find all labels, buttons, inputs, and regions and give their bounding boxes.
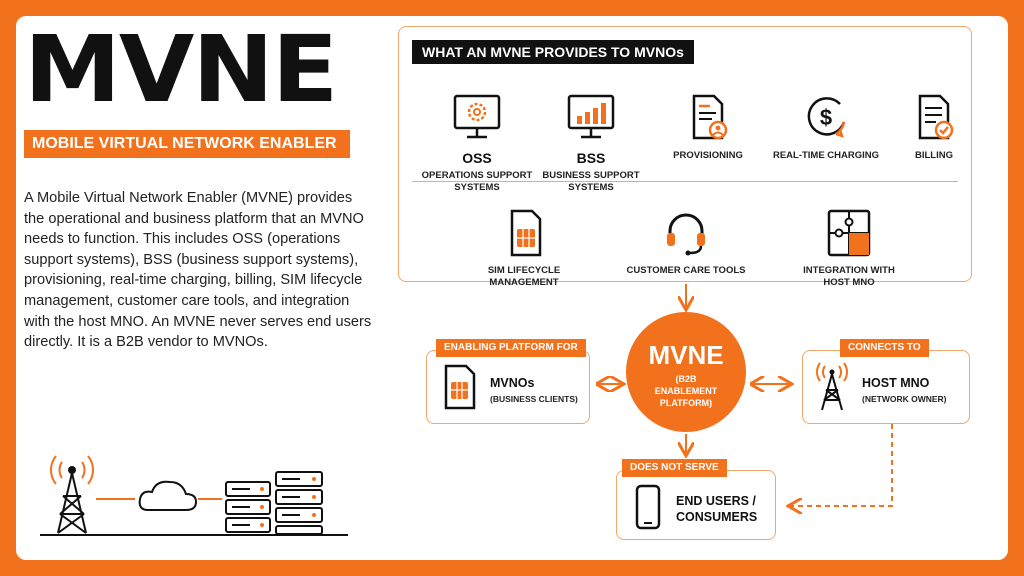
feature-head: OSS <box>462 150 492 166</box>
not-serve-tag: DOES NOT SERVE <box>622 459 727 477</box>
cell-tower-icon <box>49 455 95 534</box>
feature-label: OPERATIONS SUPPORT SYSTEMS <box>421 170 533 193</box>
puzzle-icon <box>827 209 871 257</box>
provides-title: WHAT AN MVNE PROVIDES TO MVNOs <box>412 40 694 64</box>
enabling-tag: ENABLING PLATFORM FOR <box>436 339 586 357</box>
feature-label: SIM LIFECYCLE MANAGEMENT <box>487 265 561 288</box>
smartphone-icon <box>635 484 661 530</box>
mvne-hub: MVNE (B2B ENABLEMENT PLATFORM) <box>626 312 746 432</box>
svg-text:$: $ <box>820 105 832 130</box>
feature-integration: INTEGRATION WITH HOST MNO <box>789 207 909 289</box>
feature-bss: BSS BUSINESS SUPPORT SYSTEMS <box>531 92 651 194</box>
feature-label: PROVISIONING <box>673 150 743 161</box>
feature-oss: OSS OPERATIONS SUPPORT SYSTEMS <box>417 92 537 194</box>
dollar-refresh-icon: $ <box>807 97 846 138</box>
feature-sim-lifecycle: SIM LIFECYCLE MANAGEMENT <box>464 207 584 289</box>
feature-billing: BILLING <box>874 92 994 162</box>
page-title: MVNE <box>24 16 338 123</box>
cloud-icon <box>138 480 198 511</box>
feature-customer-care: CUSTOMER CARE TOOLS <box>626 207 746 277</box>
mvnos-subtitle: (BUSINESS CLIENTS) <box>490 394 578 404</box>
feature-head: BSS <box>576 150 606 166</box>
hub-title: MVNE <box>648 340 724 370</box>
feature-label: CUSTOMER CARE TOOLS <box>626 265 746 276</box>
mvnos-title: MVNOs <box>490 376 535 390</box>
host-mno-text: HOST MNO (NETWORK OWNER) <box>862 376 947 404</box>
invoice-check-icon <box>918 94 954 140</box>
end-users-title: END USERS / CONSUMERS <box>676 494 758 524</box>
hub-subtitle: (B2B ENABLEMENT PLATFORM) <box>654 374 718 408</box>
host-mno-subtitle: (NETWORK OWNER) <box>862 394 947 404</box>
provides-panel <box>398 26 972 282</box>
connects-tag: CONNECTS TO <box>840 339 929 357</box>
host-mno-title: HOST MNO <box>862 376 930 390</box>
cell-tower-icon <box>816 362 848 411</box>
feature-label: BILLING <box>915 150 953 161</box>
monitor-gear-icon <box>453 94 501 139</box>
document-user-icon <box>692 94 728 140</box>
provides-divider <box>412 181 958 182</box>
mvnos-text: MVNOs (BUSINESS CLIENTS) <box>490 376 578 404</box>
subtitle-banner: MOBILE VIRTUAL NETWORK ENABLER <box>24 130 350 158</box>
feature-provisioning: PROVISIONING <box>648 92 768 162</box>
sim-card-icon <box>510 209 542 257</box>
dashed-host-to-end-users <box>790 424 893 506</box>
monitor-bar-chart-icon <box>567 94 615 139</box>
description-text: A Mobile Virtual Network Enabler (MVNE) … <box>24 190 372 351</box>
headset-icon <box>667 213 705 256</box>
feature-label: INTEGRATION WITH HOST MNO <box>803 265 895 288</box>
feature-label: BUSINESS SUPPORT SYSTEMS <box>542 170 640 193</box>
server-rack-icon <box>225 471 323 535</box>
feature-label: REAL-TIME CHARGING <box>772 150 880 161</box>
feature-real-time-charging: $ REAL-TIME CHARGING <box>766 92 886 162</box>
sim-card-icon <box>444 364 476 410</box>
